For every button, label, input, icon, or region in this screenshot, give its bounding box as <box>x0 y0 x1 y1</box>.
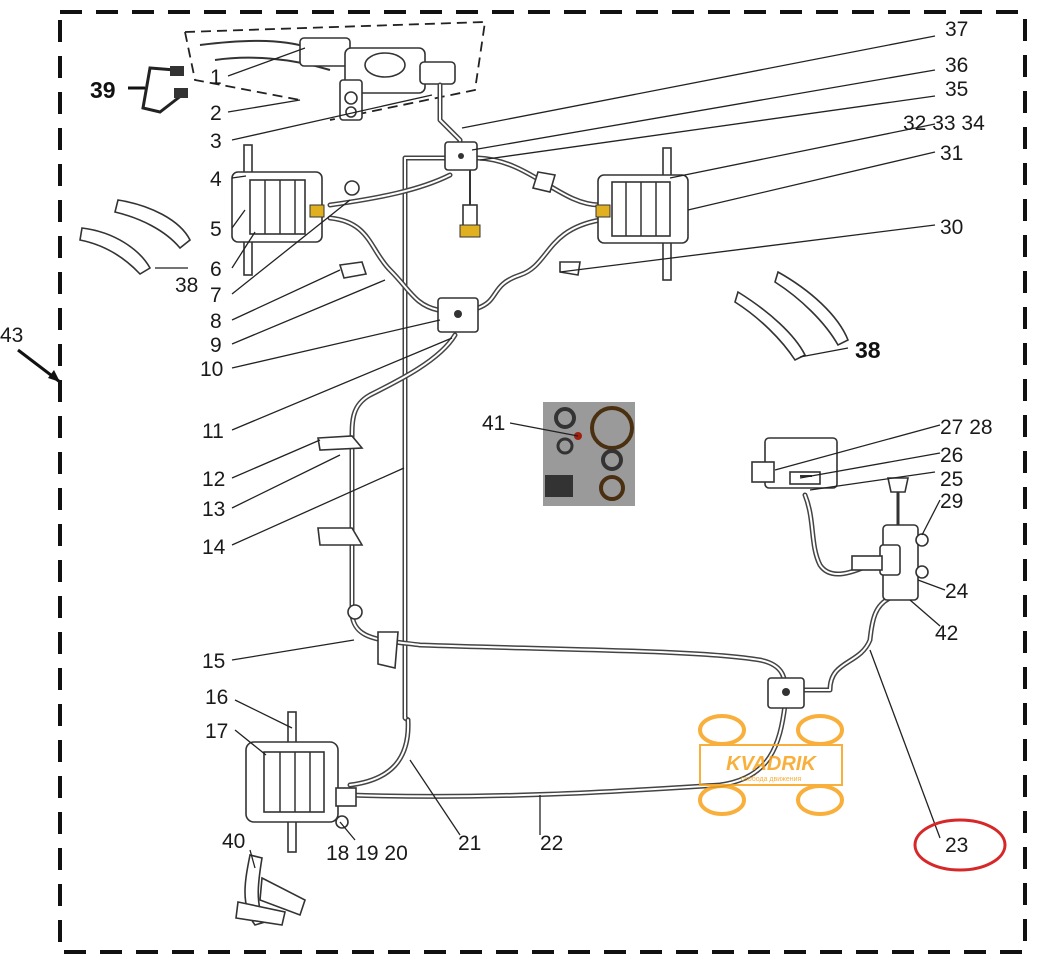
label-13: 13 <box>202 498 225 521</box>
label-21: 21 <box>458 832 481 855</box>
label-38-left: 38 <box>175 274 198 297</box>
part-labels: 1 2 3 4 5 6 7 8 9 10 11 12 13 14 15 16 1… <box>0 18 993 865</box>
label-24: 24 <box>945 580 969 603</box>
handlebar-master-cylinder <box>184 21 487 121</box>
label-10: 10 <box>200 358 223 381</box>
brake-pads-right <box>734 270 850 362</box>
label-17: 17 <box>205 720 228 743</box>
watermark-logo: KVADRIK свобода движения <box>698 714 844 816</box>
label-14: 14 <box>202 536 226 559</box>
label-41: 41 <box>482 412 505 435</box>
label-27-28: 27 28 <box>940 416 993 439</box>
seal-kit-41 <box>543 402 635 506</box>
label-39: 39 <box>90 77 116 103</box>
junction-upper <box>444 141 481 238</box>
front-left-caliper <box>231 144 360 276</box>
label-6: 6 <box>210 258 222 281</box>
junction-rear <box>767 677 805 709</box>
label-36: 36 <box>945 54 968 77</box>
label-35: 35 <box>945 78 968 101</box>
label-43: 43 <box>0 324 23 347</box>
label-32-33-34: 32 33 34 <box>903 112 985 135</box>
clip-39 <box>128 66 188 114</box>
label-3: 3 <box>210 130 222 153</box>
label-1: 1 <box>210 66 222 89</box>
label-8: 8 <box>210 310 222 333</box>
label-4: 4 <box>210 168 222 191</box>
label-16: 16 <box>205 686 228 709</box>
brake-pads-left <box>79 199 192 276</box>
brake-fluid-reservoir <box>751 437 838 489</box>
pointer-43 <box>17 348 61 384</box>
front-right-caliper <box>595 147 689 281</box>
rear-caliper <box>245 711 357 853</box>
assembly-frame <box>58 10 1027 954</box>
label-15: 15 <box>202 650 225 673</box>
label-12: 12 <box>202 468 225 491</box>
label-9: 9 <box>210 334 222 357</box>
label-18-19-20: 18 19 20 <box>326 842 408 865</box>
watermark-tagline: свобода движения <box>741 775 802 783</box>
label-29: 29 <box>940 490 963 513</box>
label-5: 5 <box>210 218 222 241</box>
label-11: 11 <box>202 420 224 443</box>
label-30: 30 <box>940 216 963 239</box>
leader-lines <box>155 35 946 869</box>
label-7: 7 <box>210 284 222 307</box>
label-23: 23 <box>945 834 968 857</box>
junction-middle <box>437 297 479 333</box>
label-40: 40 <box>222 830 245 853</box>
label-38-right: 38 <box>855 337 881 363</box>
highlight-circle-23 <box>913 818 1007 872</box>
label-42: 42 <box>935 622 958 645</box>
watermark-brand: KVADRIK <box>726 753 817 775</box>
line-clamps <box>317 171 581 669</box>
label-26: 26 <box>940 444 963 467</box>
label-25: 25 <box>940 468 963 491</box>
label-2: 2 <box>210 102 222 125</box>
rear-brake-pads <box>235 854 306 926</box>
rear-master-cylinder <box>851 477 929 601</box>
label-37: 37 <box>945 18 968 41</box>
label-31: 31 <box>940 142 963 165</box>
label-22: 22 <box>540 832 563 855</box>
